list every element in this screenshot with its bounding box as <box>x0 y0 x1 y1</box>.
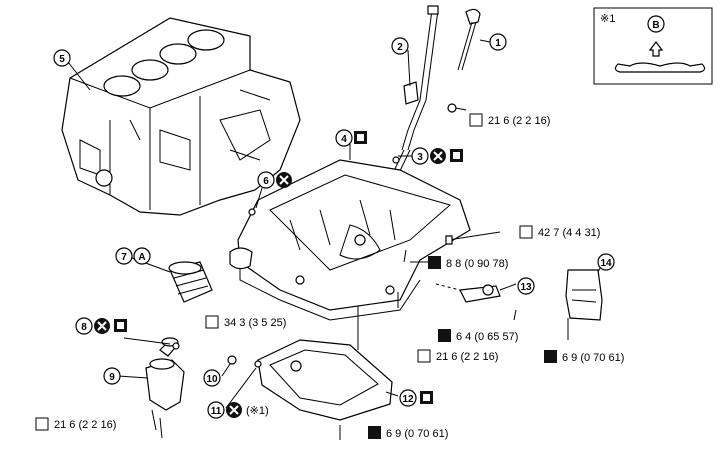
svg-text:11: 11 <box>211 406 222 417</box>
oil-strainer <box>145 337 185 411</box>
torque-t3: 8 8 (0 90 78) <box>428 256 508 270</box>
svg-text:21 6 (2 2 16): 21 6 (2 2 16) <box>54 419 116 431</box>
reuse-markers: A (※1) <box>94 131 463 418</box>
callout-8: 8 <box>75 317 93 335</box>
svg-text:6 9 (0 70 61): 6 9 (0 70 61) <box>562 352 624 364</box>
torque-t9: 6 9 (0 70 61) <box>368 426 448 440</box>
bolts <box>151 103 569 440</box>
svg-text:A: A <box>138 252 145 263</box>
callout-2: 2 <box>391 37 409 55</box>
svg-text:4: 4 <box>341 134 347 145</box>
marker-a: A <box>133 247 151 265</box>
callout-7: 7 <box>115 247 133 265</box>
callout-4: 4 <box>335 129 353 147</box>
svg-text:13: 13 <box>520 282 532 293</box>
svg-text:34 3 (3 5 25): 34 3 (3 5 25) <box>224 317 286 329</box>
inset-title: ※1 <box>600 13 615 25</box>
callout-5: 5 <box>53 49 71 67</box>
callout-3: 3 <box>411 147 429 165</box>
svg-text:21 6 (2 2 16): 21 6 (2 2 16) <box>488 115 550 127</box>
callout-13: 13 <box>517 277 535 295</box>
gasket-section-icon <box>614 62 706 73</box>
do-not-reuse-icon <box>430 148 446 164</box>
svg-text:8 8 (0 90 78): 8 8 (0 90 78) <box>446 258 508 270</box>
baffle-plate <box>565 269 603 321</box>
lower-oil-pan <box>257 339 393 421</box>
svg-text:2: 2 <box>397 42 403 53</box>
svg-text:7: 7 <box>121 252 127 263</box>
do-not-reuse-icon <box>94 318 110 334</box>
svg-text:21 6 (2 2 16): 21 6 (2 2 16) <box>436 351 498 363</box>
inset-box: ※1 B <box>593 7 713 85</box>
svg-text:8: 8 <box>81 322 87 333</box>
torque-t7: 6 9 (0 70 61) <box>544 350 624 364</box>
svg-text:6 4 (0 65 57): 6 4 (0 65 57) <box>456 331 518 343</box>
torque-t5: 6 4 (0 65 57) <box>438 329 518 343</box>
callout-14: 14 <box>597 253 615 271</box>
svg-text:3: 3 <box>417 152 423 163</box>
oil-filter <box>168 247 253 303</box>
svg-text:12: 12 <box>402 394 414 405</box>
callout-10: 10 <box>203 369 221 387</box>
callout-1: 1 <box>489 33 507 51</box>
svg-text:5: 5 <box>59 54 65 65</box>
svg-text:9: 9 <box>109 372 115 383</box>
torque-t6: 21 6 (2 2 16) <box>417 349 498 363</box>
up-arrow-icon <box>648 41 664 57</box>
torque-t4: 34 3 (3 5 25) <box>205 315 286 329</box>
inset-marker-b: B <box>652 20 659 31</box>
svg-text:1: 1 <box>495 38 501 49</box>
note-ref: (※1) <box>246 405 269 417</box>
svg-text:10: 10 <box>206 374 218 385</box>
callout-12: 12 <box>399 389 417 407</box>
svg-text:6: 6 <box>263 176 269 187</box>
torque-t2: 42 7 (4 4 31) <box>519 225 600 239</box>
do-not-reuse-icon <box>226 402 242 418</box>
callout-9: 9 <box>103 367 121 385</box>
sensor-bracket <box>459 284 501 303</box>
cylinder-block <box>61 17 301 216</box>
oil-level-gauge <box>457 8 481 71</box>
callout-11: 11 <box>207 401 225 419</box>
callout-6: 6 <box>257 171 275 189</box>
torque-t8: 21 6 (2 2 16) <box>35 417 116 431</box>
torque-t1: 21 6 (2 2 16) <box>469 113 550 127</box>
do-not-reuse-icon <box>276 172 292 188</box>
svg-text:6 9 (0 70 61): 6 9 (0 70 61) <box>386 428 448 440</box>
svg-text:14: 14 <box>600 258 612 269</box>
svg-text:42 7 (4 4 31): 42 7 (4 4 31) <box>538 227 600 239</box>
